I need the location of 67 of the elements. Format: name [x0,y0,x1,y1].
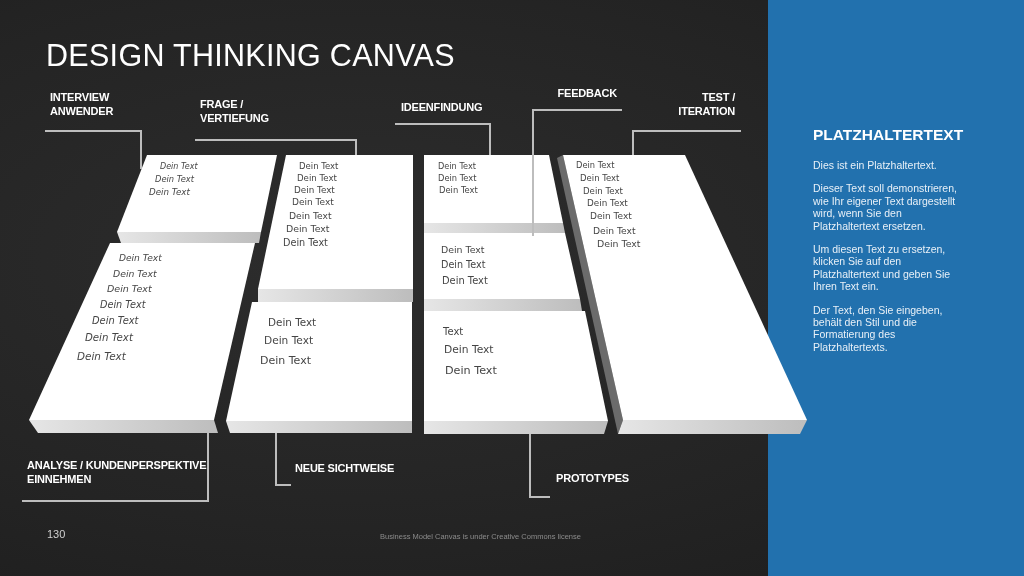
paragraph: Dies ist ein Platzhaltertext. [813,159,938,172]
panel-text: Text [443,326,464,337]
panel-text: Dein Text [292,198,334,208]
panel-text: Dein Text [119,254,162,264]
panel-text: Dein Text [441,259,486,270]
section-heading: FEEDBACK [555,86,622,110]
panel-text: Dein Text [438,174,477,183]
panel-text: Dein Text [283,237,328,248]
panel-text: Dein Text [444,345,494,356]
sidebar-heading: PLATZHALTERTEXT [813,125,965,145]
panel-text: Dein Text [100,299,146,310]
panel-text: Dein Text [85,333,133,344]
canvas-panel [226,302,412,433]
section-heading: IDEENFINDUNG [395,100,491,124]
panel-text: Dein Text [113,268,157,279]
leader-line [275,432,292,486]
panel-text: Dein Text [587,199,628,208]
leader-line [394,123,491,156]
canvas-panel [258,155,413,302]
paragraph: Um diesen Text zu ersetzen, klicken Sie auf den Platzhaltertext und geben Sie Ihren Text ein. [813,243,952,293]
canvas-panel [29,243,255,433]
panel-text: Dein Text [92,315,139,326]
section-heading: INTERVIEW ANWENDER [45,90,121,131]
section-heading: PROTOTYPES [550,471,632,497]
paragraph: Der Text, den Sie eingeben, behält den Stil und die Formatierung des Platzhaltertexts. [813,303,944,354]
leader-line [44,130,142,170]
panel-text: Dein Text [442,275,488,286]
panel-text: Dein Text [299,162,339,171]
slide-title: DESIGN THINKING CANVAS [46,38,455,72]
panel-text: Dein Text [590,212,632,222]
section-heading: NEUE SICHTWEISE [291,461,397,485]
panel-text: Dein Text [294,186,335,195]
panel-text: Dein Text [439,186,478,195]
panel-text: Dein Text [286,223,330,234]
canvas-panel [424,233,582,311]
leader-line [632,130,742,156]
leader-line [529,433,551,498]
panel-text: Dein Text [441,244,485,255]
page-number: 130 [47,528,66,540]
panel-text: Dein Text [576,161,615,170]
panel-text: Dein Text [580,174,620,183]
panel-text: Dein Text [264,335,314,346]
sidebar-panel [768,0,1024,576]
panel-text: Dein Text [593,225,636,236]
section-heading: FRAGE / VERTIEFUNG [195,97,275,140]
paragraph: Dieser Text soll demonstrieren, wie Ihr eigener Text dargestellt wird, wenn Sie den Platzhaltertext ersetzen. [813,182,958,233]
panel-text: Dein Text [149,188,190,197]
panel-text: Dein Text [77,351,126,362]
panel-text: Dein Text [445,364,497,377]
canvas-panel [557,155,807,434]
panel-text: Dein Text [107,283,152,294]
panel-text: Dein Text [289,210,332,221]
canvas-panel [424,155,565,233]
panel-text: Dein Text [583,187,623,196]
section-heading: TEST / ITERATION [663,90,741,131]
leader-line [532,109,623,237]
leader-line [194,139,357,156]
section-heading: ANALYSE / KUNDENPERSPEKTIVE EINNEHMEN [22,458,208,501]
canvas-panel [424,311,608,434]
panel-text: Dein Text [438,162,476,171]
panel-text: Dein Text [597,238,641,249]
panel-text: Dein Text [160,162,198,171]
panel-text: Dein Text [268,317,317,328]
canvas-panel [117,155,277,243]
panel-text: Dein Text [155,175,194,184]
panel-text: Dein Text [297,174,337,183]
panel-text: Dein Text [260,354,311,366]
